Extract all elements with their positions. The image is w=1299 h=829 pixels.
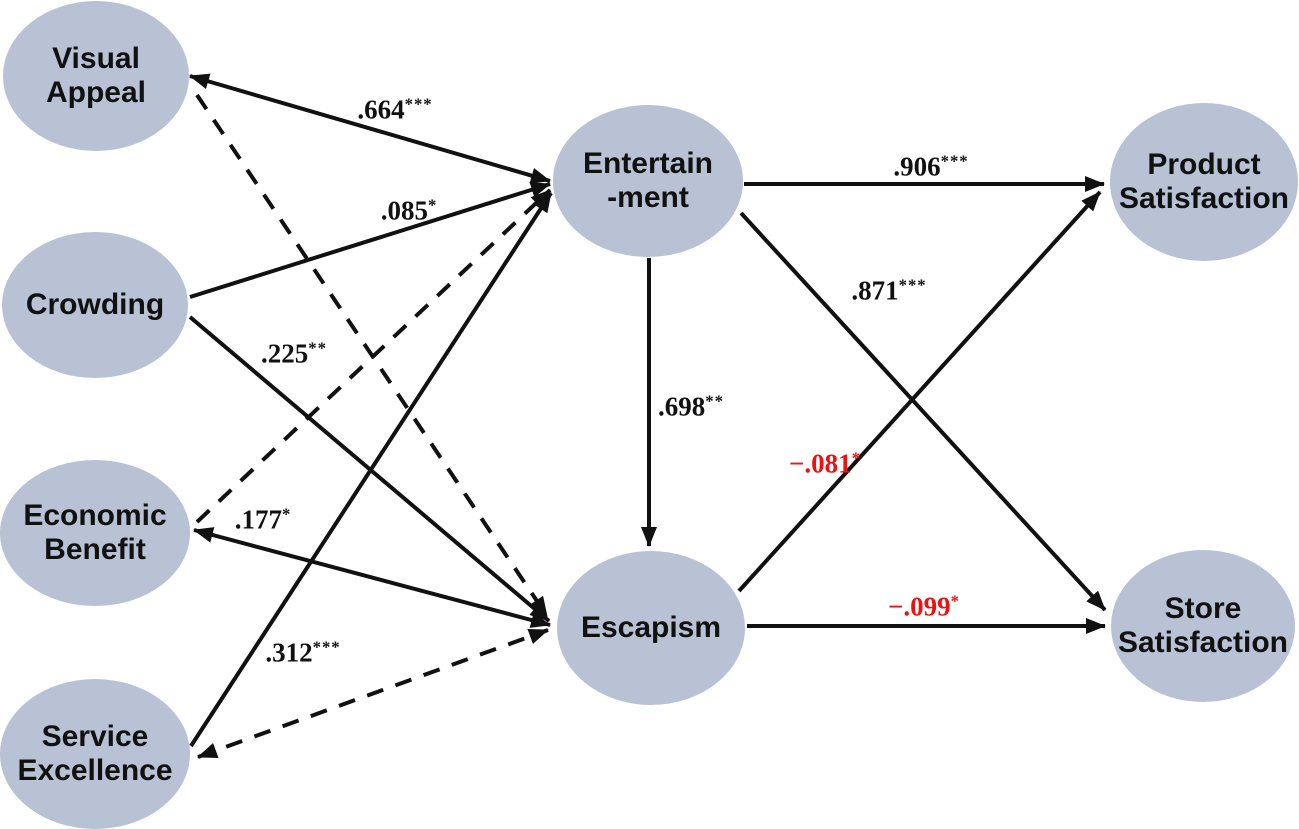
node-label: -ment xyxy=(607,181,689,214)
node-store-satisfaction: Store Satisfaction xyxy=(1111,550,1295,702)
path-service-excellence-escapism xyxy=(197,628,549,759)
node-label: Satisfaction xyxy=(1118,182,1290,215)
node-entertainment: Entertain -ment xyxy=(553,105,743,257)
node-economic-benefit: Economic Benefit xyxy=(0,460,190,606)
node-product-satisfaction: Product Satisfaction xyxy=(1110,103,1298,261)
node-escapism: Escapism xyxy=(557,551,745,705)
node-visual-appeal: Visual Appeal xyxy=(3,1,189,151)
path-crowding-entertainment xyxy=(189,182,551,299)
node-label: Entertain xyxy=(582,147,714,181)
path-economic-benefit-escapism xyxy=(193,527,551,628)
node-label: Economic xyxy=(23,499,167,533)
node-crowding: Crowding xyxy=(2,232,188,378)
node-label: Visual xyxy=(52,42,140,76)
node-label: Appeal xyxy=(45,76,147,109)
node-label: Service xyxy=(41,720,149,754)
coef-crowding-escapism: .225** xyxy=(261,338,327,369)
node-label: Excellence xyxy=(17,754,173,787)
node-label: Satisfaction xyxy=(1117,626,1289,659)
coef-entertainment-escapism: .698** xyxy=(658,391,724,422)
coef-escapism-product-satisfaction: −.081* xyxy=(788,448,862,479)
coef-entertainment-product-satisfaction: .906*** xyxy=(893,151,969,182)
path-entertainment-store-satisfaction xyxy=(739,211,1107,612)
coef-economic-benefit-escapism: .177* xyxy=(234,504,292,535)
coef-crowding-entertainment: .085* xyxy=(380,195,438,226)
node-label: Store xyxy=(1164,592,1242,626)
node-label: Escapism xyxy=(580,611,722,645)
path-visual-appeal-entertainment xyxy=(189,73,551,184)
node-label: Crowding xyxy=(25,288,165,322)
coef-escapism-store-satisfaction: −.099* xyxy=(887,591,961,622)
path-escapism-product-satisfaction xyxy=(737,190,1102,593)
coef-visual-appeal-entertainment: .664*** xyxy=(357,94,433,125)
node-service-excellence: Service Excellence xyxy=(0,679,190,829)
coef-service-excellence-entertainment: .312*** xyxy=(265,637,341,668)
node-label: Product xyxy=(1147,148,1261,182)
path-service-excellence-entertainment xyxy=(189,191,553,748)
path-economic-benefit-entertainment xyxy=(195,188,552,524)
node-label: Benefit xyxy=(44,533,146,566)
coef-entertainment-store-satisfaction: .871*** xyxy=(851,275,927,306)
